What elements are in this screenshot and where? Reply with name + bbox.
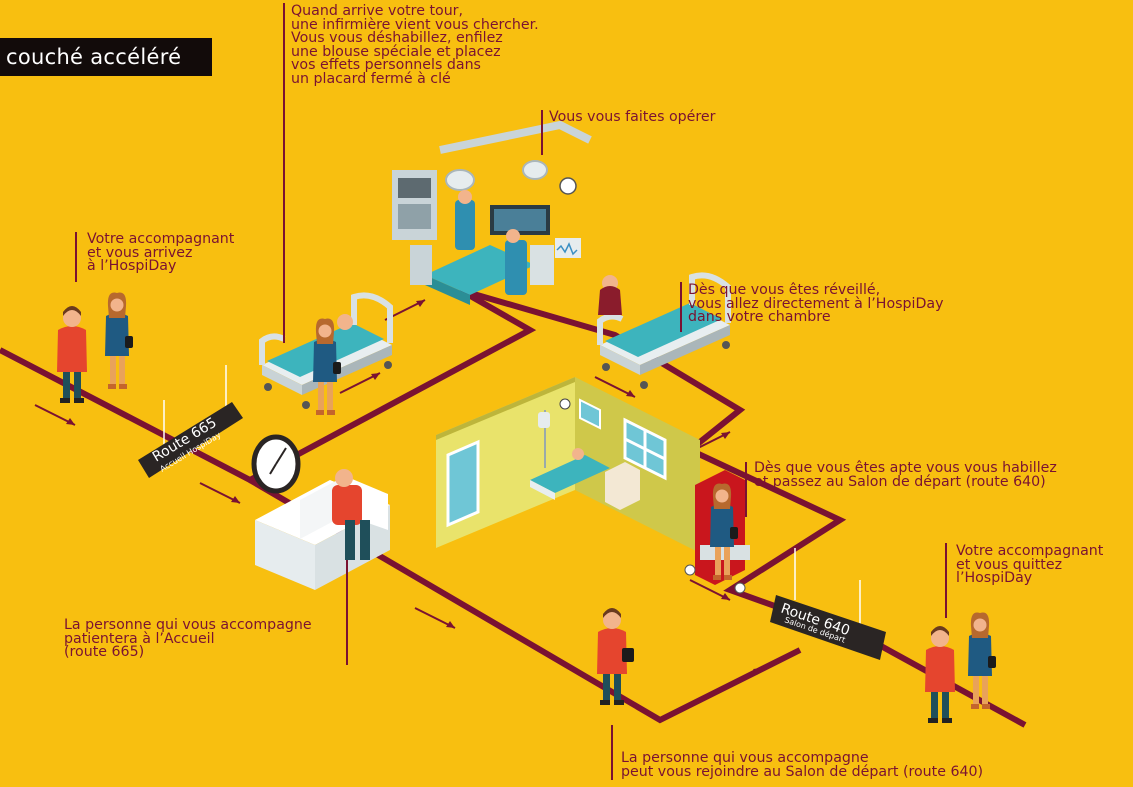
- hospital-bed-icon: [598, 275, 730, 389]
- direction-arrow-icon: [34, 404, 76, 426]
- note-leader-line: [346, 560, 348, 665]
- note-leader-line: [745, 462, 747, 517]
- walking-couple-icon: [57, 292, 133, 403]
- direction-arrow-icon: [414, 607, 456, 629]
- clock-icon: [251, 434, 301, 494]
- note-nurse: Quand arrive votre tour, une infirmière …: [291, 3, 539, 87]
- direction-arrow-icon: [689, 579, 731, 601]
- armchair-icon: [684, 470, 750, 594]
- direction-arrow-icon: [721, 667, 763, 689]
- note-leader-line: [283, 3, 285, 343]
- note-companion-wait: La personne qui vous accompagne patiente…: [64, 617, 312, 660]
- note-leader-line: [680, 282, 682, 332]
- note-companion-join: La personne qui vous accompagne peut vou…: [621, 750, 984, 780]
- note-leave: Votre accompagnant et vous quittez l’Hos…: [956, 543, 1104, 586]
- note-dressed: Dès que vous êtes apte vous vous habille…: [754, 460, 1057, 490]
- operating-room-icon: [392, 120, 592, 305]
- note-leader-line: [75, 232, 77, 282]
- title-tag: couché accéléré: [0, 38, 212, 76]
- direction-arrow-icon: [199, 482, 241, 504]
- patient-room-icon: [436, 377, 700, 553]
- direction-arrow-icon: [339, 372, 381, 394]
- note-leader-line: [945, 543, 947, 618]
- route-640-sign: Route 640 Salon de départ: [770, 548, 886, 660]
- sofa-icon: [255, 469, 390, 590]
- note-arrive: Votre accompagnant et vous arrivez à l’H…: [87, 231, 235, 274]
- hospital-bed-icon: [262, 295, 392, 415]
- note-wakeup: Dès que vous êtes réveillé, vous allez d…: [688, 282, 944, 325]
- note-surgery: Vous vous faites opérer: [549, 109, 716, 125]
- note-leader-line: [541, 110, 543, 155]
- walking-companion-icon: [597, 608, 634, 705]
- route-665-sign: Route 665 Accueil HospiDay: [138, 365, 243, 478]
- walking-couple-icon: [925, 612, 996, 723]
- note-leader-line: [611, 725, 613, 780]
